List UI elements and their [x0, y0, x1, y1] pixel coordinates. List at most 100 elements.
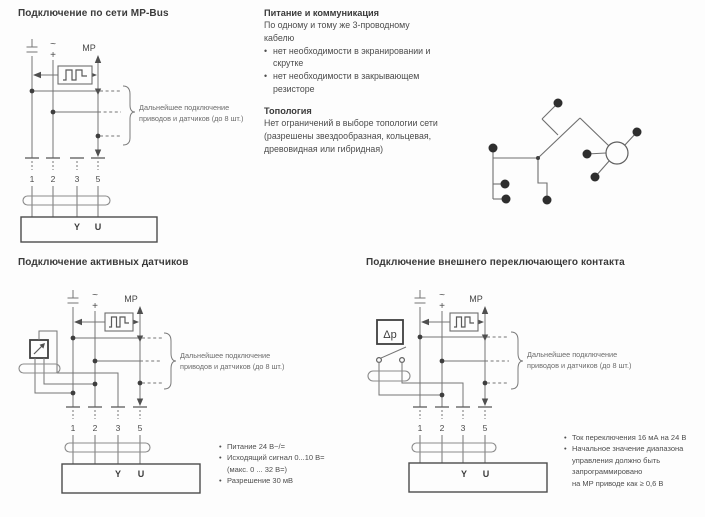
mpbus-wiring-diagram: ~ + MP Дальнейшее под	[20, 39, 243, 243]
cable-sleeve	[64, 442, 151, 453]
further-connection-note-2: приводов и датчиков (до 8 шт.)	[180, 362, 284, 371]
ground-symbol	[67, 290, 79, 304]
terminal-2-label: 2	[93, 423, 98, 433]
actuator-u-label: U	[95, 222, 102, 232]
note-line: на МР приводе как ≥ 0,6 В	[572, 478, 664, 488]
note-line: управления должно быть	[572, 455, 661, 465]
terminal-1-label: 1	[30, 174, 35, 184]
topology-junction	[536, 156, 540, 160]
plus-symbol: +	[50, 50, 56, 61]
bullet-marker: •	[564, 444, 567, 454]
mp-down-arrow	[94, 149, 102, 157]
bullet-marker: •	[264, 71, 268, 82]
sensor-arrow-icon	[39, 343, 45, 349]
mp-down-arrow	[481, 398, 489, 406]
pulse-waveform-icon	[454, 316, 474, 328]
mp-label: MP	[469, 294, 483, 304]
ground-symbol	[414, 290, 426, 304]
further-connection-note-1: Дальнейшее подключение	[139, 103, 229, 112]
topology-node	[500, 179, 510, 189]
topology-node	[632, 127, 642, 137]
switch-section-title: Подключение внешнего переключающего конт…	[366, 257, 625, 268]
pulse-waveform-icon	[109, 316, 129, 328]
power-comm-heading: Питание и коммуникация	[264, 8, 380, 18]
brace	[163, 332, 177, 390]
topology-heading: Топология	[264, 106, 312, 116]
sensor-wiring-diagram: ~ + MP Дальнейшее подключени	[18, 290, 284, 494]
topology-body-3: древовидная или гибридная)	[264, 143, 384, 154]
pulse-signal-box	[449, 312, 479, 332]
switch-contact	[376, 357, 383, 364]
topology-node	[488, 143, 498, 153]
terminal-breaks	[66, 406, 147, 419]
terminal-3-label: 3	[116, 423, 121, 433]
terminal-2-label: 2	[51, 174, 56, 184]
note-text: Начальное значение диапазона	[572, 444, 684, 454]
pressure-switch-label: Δp	[383, 329, 396, 341]
bullet-marker: •	[219, 442, 222, 451]
ac-symbol: ~	[92, 290, 98, 301]
mp-label: MP	[124, 294, 138, 304]
brace	[510, 331, 524, 390]
bullet-marker: •	[219, 476, 222, 486]
sensor-notes-block: • Питание 24 В~/= • Исходящий сигнал 0..…	[219, 441, 325, 487]
bullet-marker: •	[264, 45, 268, 56]
terminal-1-label: 1	[418, 423, 423, 433]
terminal-3-label: 3	[461, 423, 466, 433]
further-connection-note-2: приводов и датчиков (до 8 шт.)	[527, 361, 631, 370]
terminal-breaks	[413, 406, 492, 419]
sensors-section-title: Подключение активных датчиков	[18, 257, 189, 268]
topology-block: Топология Нет ограничений в выборе топол…	[264, 106, 438, 155]
network-topology-diagram	[488, 98, 642, 205]
terminal-5-label: 5	[96, 174, 101, 184]
cable-sleeve	[22, 195, 111, 206]
terminal-2-label: 2	[440, 423, 445, 433]
switch-wiring-diagram: ~ + MP Дальнейшее подключени	[367, 290, 631, 493]
actuator-box	[408, 462, 548, 493]
brace	[122, 85, 136, 146]
pulse-signal-box	[57, 65, 93, 85]
note-line: • Ток переключения 16 мА на 24 В	[564, 432, 686, 443]
actuator-y-label: Y	[461, 469, 467, 479]
note-text: Питание 24 В~/=	[227, 442, 285, 451]
actuator-box	[20, 216, 158, 243]
topology-node	[542, 195, 552, 205]
further-connection-note-1: Дальнейшее подключение	[527, 350, 617, 359]
pulse-signal-box	[104, 312, 134, 332]
note-text: Исходящий сигнал 0...10 В=	[227, 453, 325, 463]
bullet-text: нет необходимости в экранировании и	[273, 45, 431, 56]
further-connection-note-2: приводов и датчиков (до 8 шт.)	[139, 114, 243, 123]
bullet-text: нет необходимости в закрывающем	[273, 71, 420, 82]
topology-node	[553, 98, 563, 108]
switch-lever	[380, 346, 407, 359]
plus-symbol: +	[92, 301, 98, 312]
topology-node	[582, 149, 592, 159]
power-comm-bullet-2: • нет необходимости в закрывающем	[264, 70, 430, 83]
further-connection-note-1: Дальнейшее подключение	[180, 351, 270, 360]
plus-symbol: +	[439, 301, 445, 312]
terminal-1-label: 1	[71, 423, 76, 433]
terminal-3-label: 3	[75, 174, 80, 184]
note-line: • Питание 24 В~/=	[219, 441, 325, 452]
actuator-y-label: Y	[115, 469, 121, 479]
note-line: • Исходящий сигнал 0...10 В=	[219, 452, 325, 463]
switch-notes-block: • Ток переключения 16 мА на 24 В • Начал…	[564, 432, 686, 489]
actuator-y-label: Y	[74, 222, 80, 232]
power-comm-bullet-2-cont: резисторе	[273, 83, 315, 94]
mp-up-arrow	[136, 306, 144, 314]
topology-body-1: Нет ограничений в выборе топологии сети	[264, 118, 438, 128]
topology-body-2: (разрешены звездообразная, кольцевая,	[264, 130, 432, 141]
terminal-5-label: 5	[138, 423, 143, 433]
switch-contact	[399, 357, 406, 364]
power-comm-bullet-1: • нет необходимости в экранировании и	[264, 45, 430, 58]
ac-symbol: ~	[439, 290, 445, 301]
actuator-u-label: U	[138, 469, 145, 479]
terminal-breaks	[25, 157, 105, 170]
mp-down-arrow	[136, 398, 144, 406]
power-comm-intro-2: кабелю	[264, 32, 295, 43]
power-comm-intro-1: По одному и тому же 3-проводному	[264, 20, 410, 30]
topology-node	[501, 194, 511, 204]
cable-sleeve	[367, 370, 411, 382]
actuator-box	[61, 463, 201, 494]
